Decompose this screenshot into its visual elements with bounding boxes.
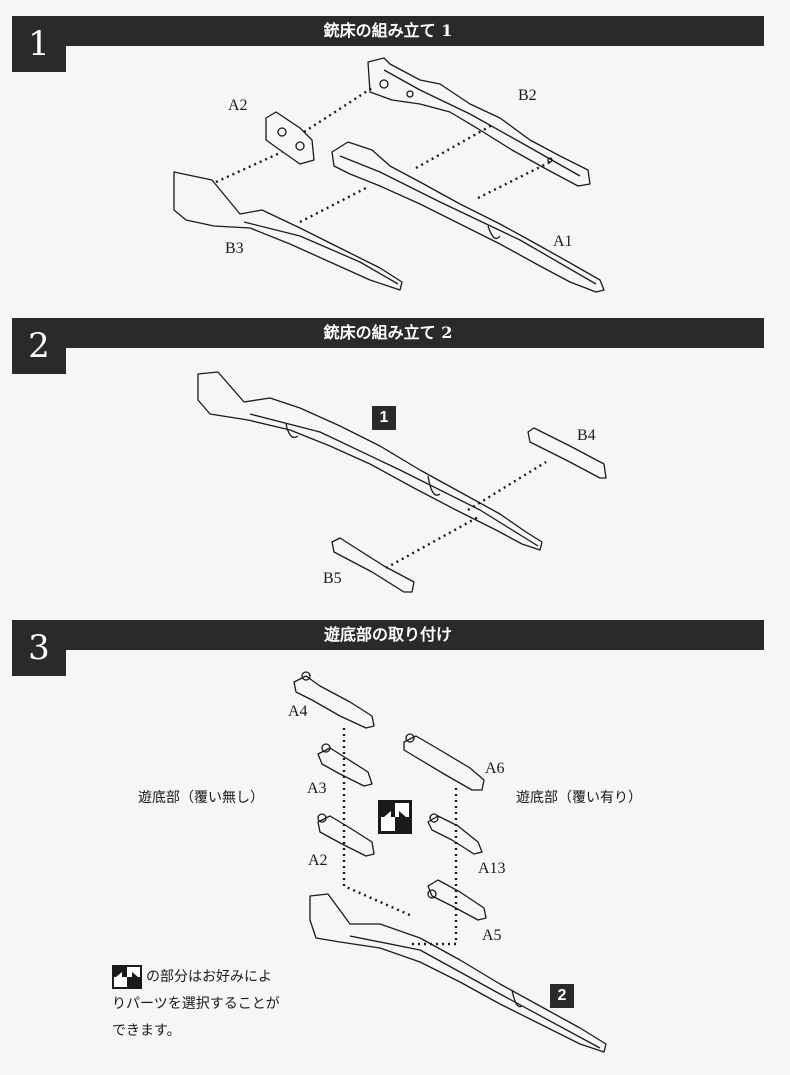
part-a3-drawing [317, 747, 373, 787]
part-b2-drawing [367, 57, 591, 187]
step-2-header: 銃床の組み立て 2 [12, 318, 764, 348]
choice-icon [112, 965, 142, 989]
step-3-title: 遊底部の取り付け [323, 625, 452, 644]
part-a2-bolt-drawing [317, 815, 375, 857]
step-2-title: 銃床の組み立て 2 [323, 323, 453, 342]
part-rifle-final-drawing [309, 893, 607, 1053]
step-1-title: 銃床の組み立て 1 [323, 21, 453, 40]
note-line-1: の部分はお好みによ [112, 964, 352, 991]
step-1-header: 銃床の組み立て 1 [12, 16, 764, 46]
part-a2-drawing [265, 111, 315, 165]
selection-note: の部分はお好みによ りパーツを選択することが できます。 [112, 964, 352, 1045]
label-b4: B4 [577, 427, 596, 444]
part-b3-drawing [173, 171, 403, 291]
label-a2-bolt: A2 [308, 852, 328, 869]
step-3-header: 遊底部の取り付け [12, 620, 764, 650]
label-a3: A3 [307, 780, 327, 797]
label-a6: A6 [485, 760, 505, 777]
note-text-1: の部分はお好みによ [146, 969, 272, 985]
part-a5-drawing [427, 879, 487, 921]
ref-step-1: 1 [372, 406, 396, 430]
note-line-2: りパーツを選択することが [112, 996, 280, 1012]
step-3-number: 3 [12, 620, 66, 676]
note-line-3: できます。 [112, 1023, 181, 1039]
label-b5: B5 [323, 570, 342, 587]
choice-marker [378, 800, 412, 834]
ref-step-2: 2 [550, 984, 574, 1008]
part-b5-drawing [331, 537, 415, 593]
variant-uncovered-label: 遊底部（覆い無し） [138, 790, 264, 806]
part-a6-drawing [403, 735, 485, 791]
part-a1-drawing [331, 141, 605, 293]
label-a2: A2 [228, 97, 248, 114]
part-b4-drawing [527, 427, 607, 479]
variant-covered-label: 遊底部（覆い有り） [516, 790, 642, 806]
label-a5: A5 [482, 927, 502, 944]
step-1-number: 1 [12, 16, 66, 72]
part-rifle-assembled-drawing [197, 371, 543, 551]
part-a13-drawing [427, 815, 483, 855]
step-2-number: 2 [12, 318, 66, 374]
label-a13: A13 [478, 860, 506, 877]
label-a1: A1 [553, 233, 573, 250]
label-b3: B3 [225, 240, 244, 257]
label-b2: B2 [518, 87, 537, 104]
label-a4: A4 [288, 703, 308, 720]
part-a4-drawing [293, 675, 375, 729]
